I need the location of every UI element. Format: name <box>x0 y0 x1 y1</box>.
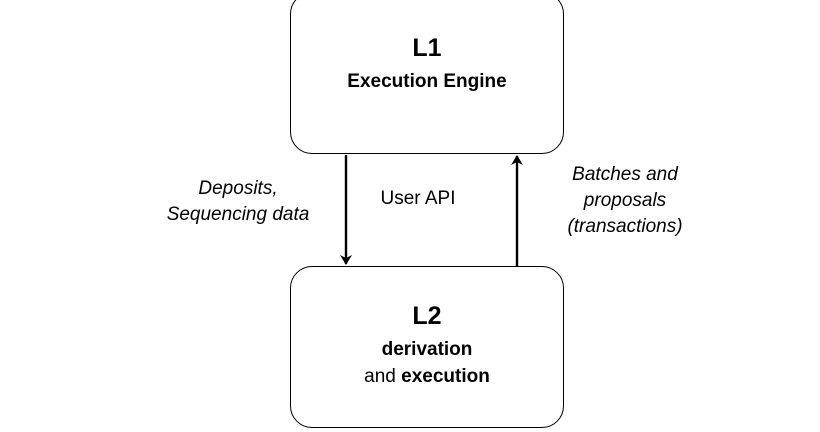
up-label-line: Batches and <box>572 164 678 185</box>
l1-subtitle: Execution Engine <box>347 71 507 92</box>
center-label: User API <box>380 188 456 209</box>
up-label-line: proposals <box>583 190 667 211</box>
l2-subtitle-bold: execution <box>401 366 490 387</box>
l2-title: L2 <box>412 302 442 330</box>
l2-box: L2 derivation and execution <box>290 266 564 428</box>
l1-box: L1 Execution Engine <box>290 0 564 154</box>
down-label-line: Sequencing data <box>166 204 310 225</box>
l2-subtitle-prefix: and <box>364 366 402 387</box>
up-label-line: (transactions) <box>567 216 683 237</box>
l1-title: L1 <box>412 34 442 62</box>
down-label-line: Deposits, <box>198 178 278 199</box>
down-arrow-label: Deposits, Sequencing data <box>118 176 358 228</box>
l2-subtitle-line1: derivation <box>381 339 473 360</box>
up-arrow-label: Batches and proposals (transactions) <box>540 162 710 240</box>
l2-subtitle-line2: and execution <box>291 365 563 389</box>
